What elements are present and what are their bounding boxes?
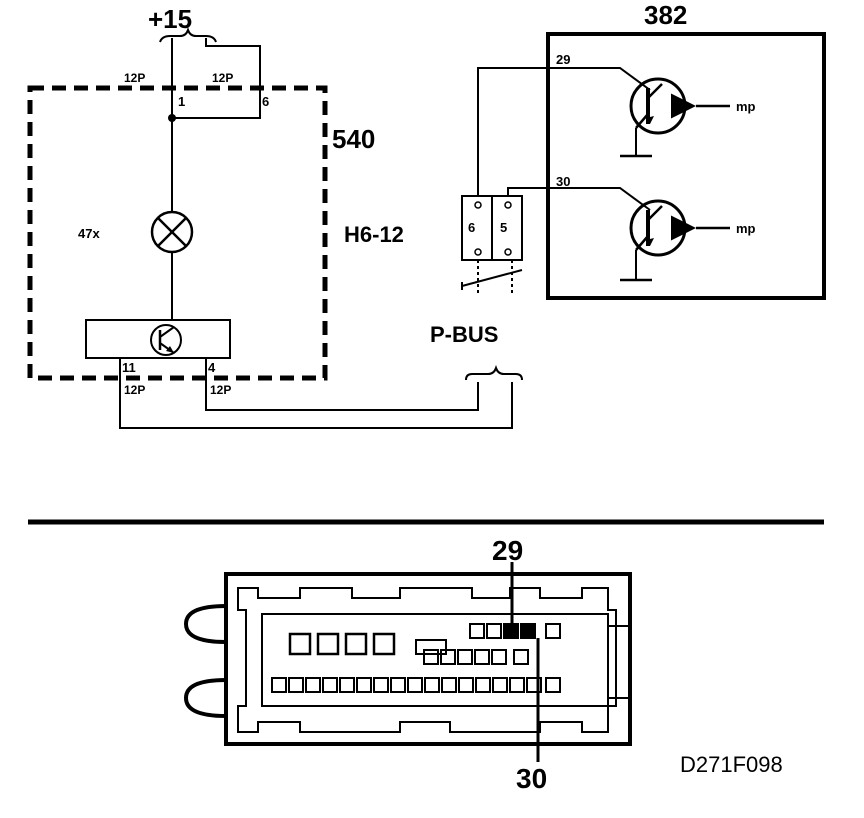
connector-12p-label: 12P	[210, 383, 231, 397]
transistor-icon	[150, 324, 182, 356]
h6-pin-6-label: 6	[468, 220, 475, 235]
connector-h6-12: H6-12 6 5 P-BUS	[344, 195, 523, 347]
module-540: 540 12P 12P 1 6 47x 11 4 12P 12P	[27, 71, 375, 397]
pin-6-label: 6	[262, 94, 269, 109]
mp-input-label: mp	[736, 99, 756, 114]
callout-30-label: 30	[516, 763, 547, 794]
module-540-id: 540	[332, 124, 375, 154]
large-contacts	[288, 632, 396, 656]
bus-wires	[119, 358, 523, 429]
transistor-icon	[620, 77, 687, 158]
connector-12p-label: 12P	[124, 71, 145, 85]
callout-29-label: 29	[492, 535, 523, 566]
pin-29-contact	[503, 623, 519, 639]
connector-face-view: 29 30	[183, 535, 632, 794]
supply-label: +15	[148, 4, 192, 34]
pin-30-contact	[520, 623, 536, 639]
pin-30-label: 30	[556, 174, 570, 189]
connector-12p-label: 12P	[212, 71, 233, 85]
supply-15: +15	[148, 4, 261, 122]
transistor-icon	[620, 199, 687, 282]
connector-h6-id: H6-12	[344, 222, 404, 247]
small-contacts-middle	[415, 639, 529, 665]
module-382: 382 29 30 mp mp	[546, 0, 826, 300]
pin-4-label: 4	[208, 360, 216, 375]
figure-code: D271F098	[680, 752, 783, 777]
lamp-icon	[150, 210, 194, 254]
mp-input-label: mp	[736, 221, 756, 236]
module-382-id: 382	[644, 0, 687, 30]
pin-29-label: 29	[556, 52, 570, 67]
lamp-label: 47x	[78, 226, 100, 241]
pin-1-label: 1	[178, 94, 185, 109]
small-contacts-bottom	[271, 677, 561, 693]
small-contacts-top	[469, 623, 561, 639]
p-bus-label: P-BUS	[430, 322, 498, 347]
pin-11-label: 11	[122, 360, 136, 375]
connector-12p-label: 12P	[124, 383, 145, 397]
h6-pin-5-label: 5	[500, 220, 507, 235]
